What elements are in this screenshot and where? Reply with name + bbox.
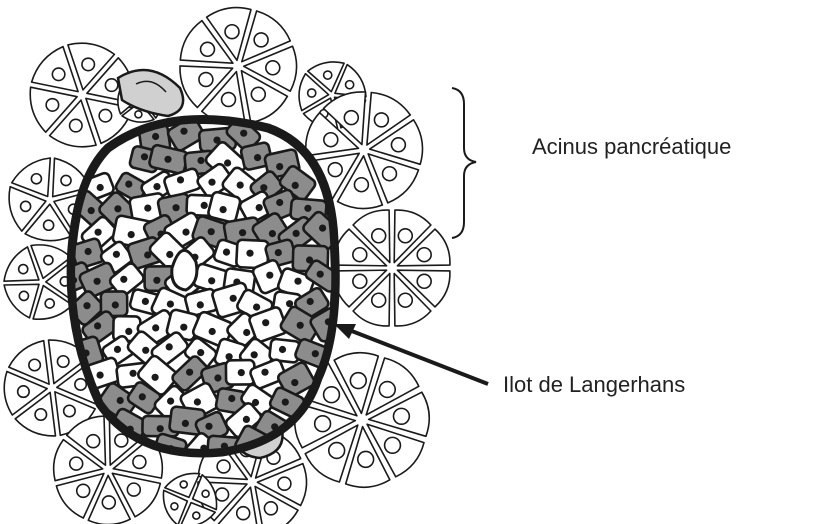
islet-nucleus — [166, 343, 173, 350]
islet-nucleus — [94, 278, 101, 285]
islet-nucleus — [197, 301, 204, 308]
islet-nucleus — [279, 346, 286, 353]
islet-nucleus — [319, 225, 326, 232]
islet-nucleus — [220, 206, 227, 213]
islet-nucleus — [85, 248, 92, 255]
islet-nucleus — [223, 249, 230, 256]
acinus — [163, 473, 216, 524]
islet-nucleus — [317, 271, 324, 278]
islet-nucleus — [262, 319, 269, 326]
acinus-label: Acinus pancréatique — [532, 136, 731, 158]
islet-nucleus — [142, 347, 149, 354]
islet-label: Ilot de Langerhans — [503, 374, 685, 396]
islet-nucleus — [197, 157, 204, 164]
islet-nucleus — [224, 159, 231, 166]
islet-nucleus — [253, 304, 260, 311]
islet-of-langerhans — [54, 116, 345, 469]
islet-nucleus — [205, 423, 212, 430]
islet-nucleus — [293, 230, 300, 237]
islet-nucleus — [251, 351, 258, 358]
islet-nucleus — [276, 163, 283, 170]
islet-nucleus — [180, 324, 187, 331]
islet-nucleus — [94, 322, 101, 329]
islet-nucleus — [120, 276, 127, 283]
islet-nucleus — [157, 425, 164, 432]
islet-nucleus — [152, 133, 159, 140]
islet-nucleus — [144, 205, 151, 212]
islet-nucleus — [261, 369, 268, 376]
islet-nucleus — [208, 277, 215, 284]
islet-nucleus — [312, 350, 319, 357]
islet-nucleus — [153, 277, 160, 284]
acinar-cell — [4, 284, 39, 318]
islet-nucleus — [117, 397, 124, 404]
islet-nucleus — [208, 179, 215, 186]
islet-nucleus — [269, 230, 276, 237]
islet-nucleus — [128, 231, 135, 238]
islet-nucleus — [260, 184, 267, 191]
islet-nucleus — [230, 295, 237, 302]
islet-nucleus — [125, 328, 132, 335]
islet-nucleus — [292, 182, 299, 189]
islet-nucleus — [237, 182, 244, 189]
islet-nucleus — [307, 298, 314, 305]
acinus — [334, 210, 450, 326]
acinus — [180, 8, 297, 125]
islet-nucleus — [113, 251, 120, 258]
islet-nucleus — [125, 181, 132, 188]
islet-nucleus — [238, 369, 245, 376]
islet-nucleus — [180, 128, 187, 135]
islet-nucleus — [97, 372, 104, 379]
islet-nucleus — [164, 156, 171, 163]
islet-nucleus — [114, 205, 121, 212]
islet-nucleus — [172, 204, 179, 211]
islet-nucleus — [201, 202, 208, 209]
islet-nucleus — [177, 176, 184, 183]
islet-nucleus — [130, 370, 137, 377]
islet-nucleus — [167, 398, 174, 405]
islet-nucleus — [282, 399, 289, 406]
islet-nucleus — [209, 328, 216, 335]
islet-nucleus — [297, 322, 304, 329]
islet-nucleus — [275, 249, 282, 256]
islet-nucleus — [141, 153, 148, 160]
islet-nucleus — [95, 229, 102, 236]
islet-nucleus — [166, 251, 173, 258]
islet-nucleus — [228, 395, 235, 402]
islet-nucleus — [152, 374, 159, 381]
islet-nucleus — [266, 272, 273, 279]
islet-nucleus — [239, 229, 246, 236]
islet-nucleus — [186, 369, 193, 376]
islet-nucleus — [294, 278, 301, 285]
islet-nucleus — [254, 154, 261, 161]
islet-nucleus — [182, 229, 189, 236]
islet-nucleus — [142, 298, 149, 305]
islet-nucleus — [246, 250, 253, 257]
islet-nucleus — [304, 205, 311, 212]
islet-capillary — [172, 250, 197, 290]
islet-nucleus — [197, 349, 204, 356]
islet-nucleus — [97, 184, 104, 191]
islet-nucleus — [194, 398, 201, 405]
islet-nucleus — [214, 374, 221, 381]
islet-nucleus — [152, 324, 159, 331]
islet-nucleus — [114, 346, 121, 353]
islet-nucleus — [243, 329, 250, 336]
islet-nucleus — [208, 228, 215, 235]
islet-nucleus — [167, 301, 174, 308]
islet-nucleus — [240, 130, 247, 137]
islet-nucleus — [112, 301, 119, 308]
islet-nucleus — [243, 416, 250, 423]
islet-nucleus — [88, 207, 95, 214]
islet-nucleus — [291, 379, 298, 386]
islet-nucleus — [83, 302, 90, 309]
islet-nucleus — [139, 393, 146, 400]
islet-nucleus — [276, 199, 283, 206]
islet-nucleus — [153, 183, 160, 190]
islet-nucleus — [256, 204, 263, 211]
islet-nucleus — [182, 420, 189, 427]
acinus-bracket — [452, 88, 476, 238]
